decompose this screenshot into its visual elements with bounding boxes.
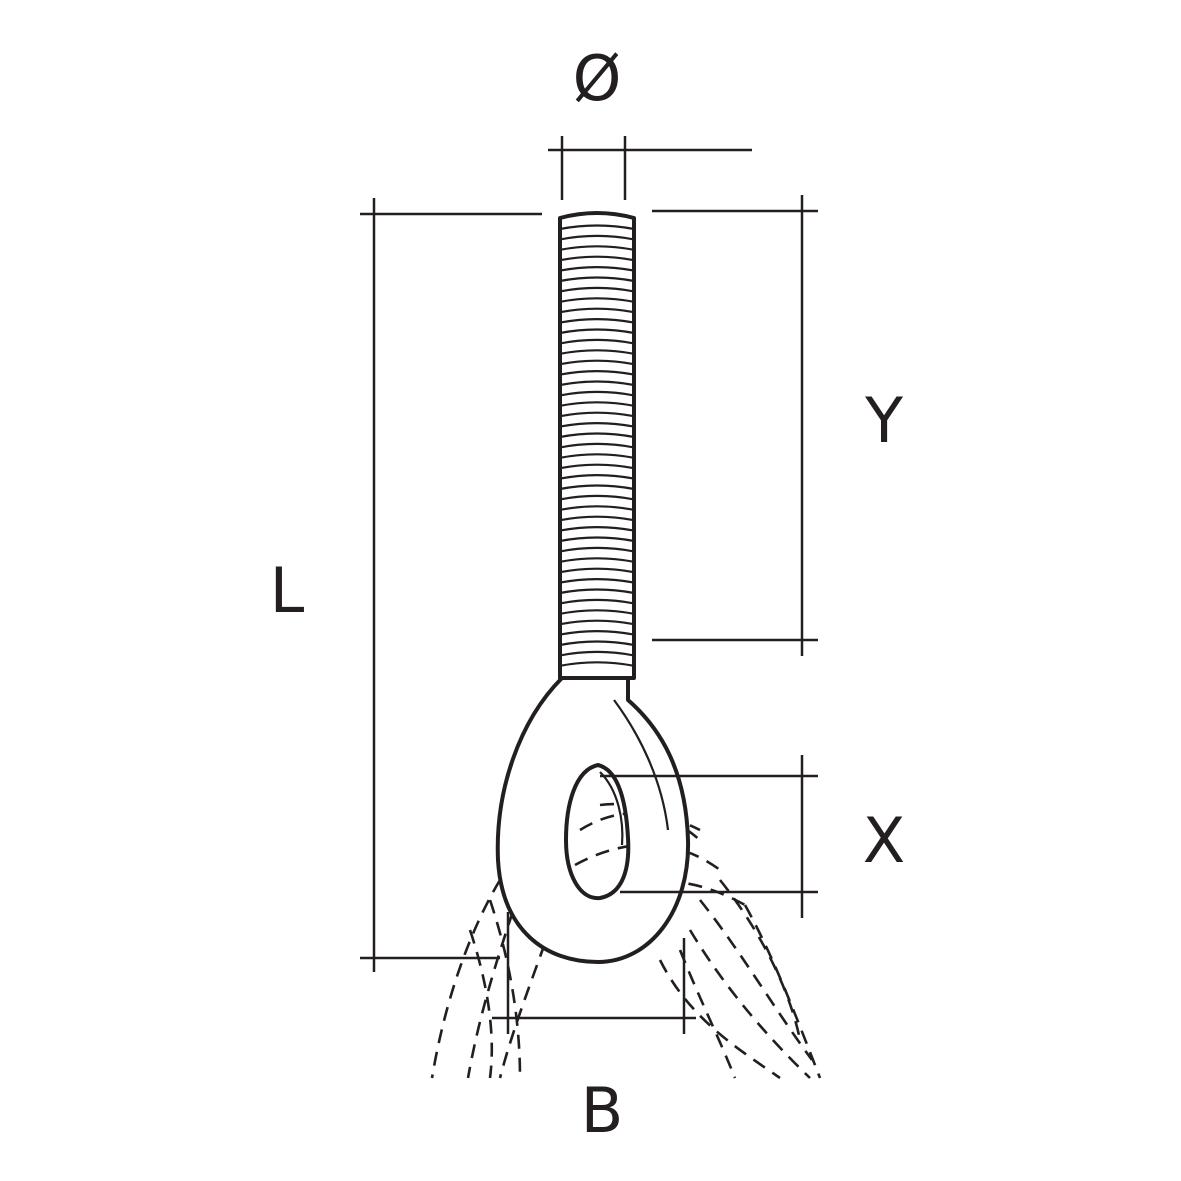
thread-ridge [559, 484, 635, 491]
thread-ridge [559, 245, 635, 251]
thread-ridge [559, 557, 635, 563]
thread-ridge [559, 276, 635, 283]
thread-ridge [559, 640, 635, 647]
threaded-shank [558, 211, 636, 680]
thread-ridge [559, 411, 635, 418]
thread-ridge [559, 266, 635, 272]
thread-ridge [559, 505, 635, 511]
thread-ridge [559, 546, 635, 553]
eye-inner-height-label: X [863, 804, 905, 877]
thread-ridge [559, 619, 635, 626]
eye-outer-width-label: B [581, 1074, 624, 1147]
thread-ridge [559, 536, 635, 543]
thread-ridge [559, 318, 635, 324]
thread-ridge [559, 286, 635, 293]
thread-ridge [559, 661, 635, 667]
thread-ridge [559, 224, 635, 231]
thread-ridge [559, 463, 635, 470]
dimension-thread-length [652, 195, 818, 656]
eye-ring [495, 676, 691, 964]
thread-ridge [559, 598, 635, 605]
thread-ridge [559, 526, 635, 532]
dimension-eye-outer-width [492, 912, 696, 1034]
dimension-total-length [360, 198, 542, 972]
thread-ridge [559, 578, 635, 584]
thread-ridge [559, 234, 635, 241]
thread-ridge [559, 297, 635, 303]
thread-ridge [559, 401, 635, 407]
diameter-label: Ø [573, 42, 622, 115]
thread-ridge [559, 349, 635, 355]
thread-ridge [559, 609, 635, 615]
thread-ridge [559, 567, 635, 574]
thread-ridge [559, 474, 635, 480]
thread-ridge [559, 630, 635, 636]
thread-ridge [559, 422, 635, 428]
thread-ridge [559, 442, 635, 449]
thread-ridge [559, 494, 635, 501]
thread-ridge [559, 338, 635, 345]
thread-ridge [559, 390, 635, 397]
thread-ridge [559, 307, 635, 314]
dimension-diameter [548, 136, 752, 200]
thread-ridge [559, 588, 635, 595]
thread-ridge [559, 432, 635, 439]
thread-ridge [559, 370, 635, 376]
thread-ridge [559, 650, 635, 657]
thread-ridge [559, 359, 635, 366]
thread-ridge [559, 255, 635, 262]
thread-length-label: Y [864, 384, 903, 457]
dimension-eye-inner-height [600, 755, 818, 918]
thread-ridge [559, 453, 635, 459]
thread-ridge [559, 380, 635, 387]
thread-ridge [559, 328, 635, 335]
total-length-label: L [270, 554, 305, 627]
thread-ridge [559, 515, 635, 522]
